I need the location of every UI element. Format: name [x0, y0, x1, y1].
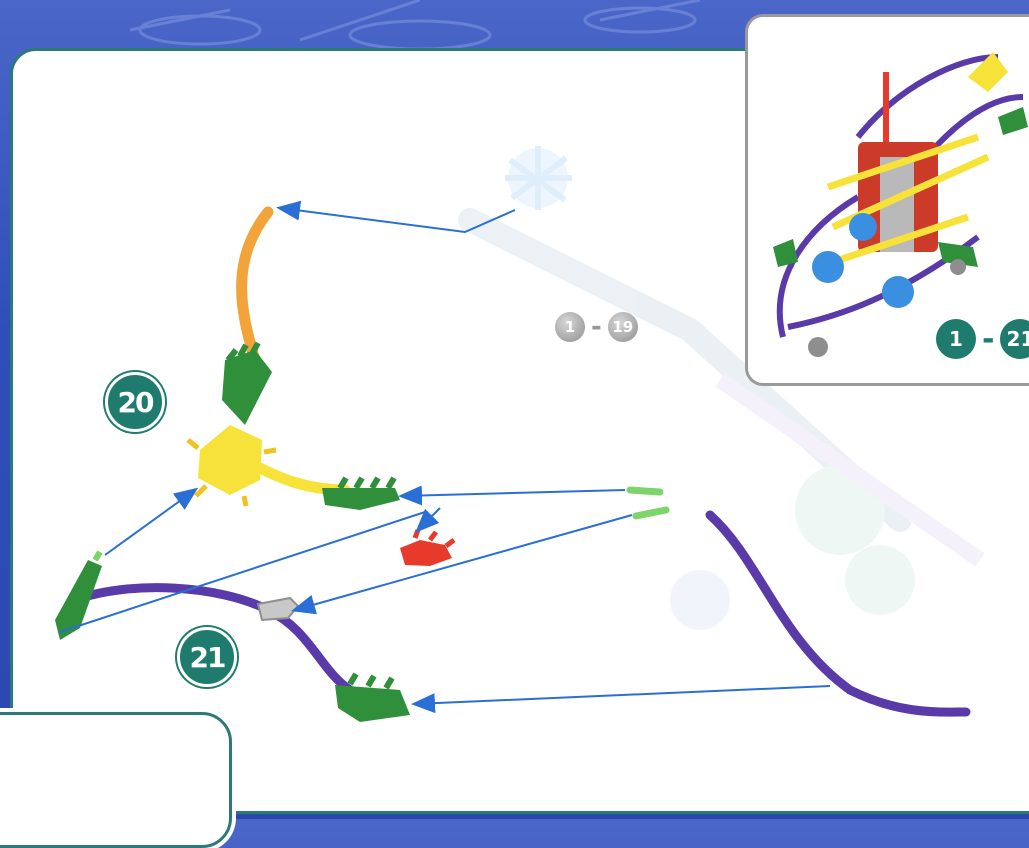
assembly-arrows	[60, 208, 830, 704]
inset-range-separator: -	[982, 322, 994, 357]
range-separator: -	[591, 312, 602, 342]
previous-steps-range: 1 - 19	[555, 312, 638, 342]
range-end-badge: 19	[608, 312, 638, 342]
green-connector-right	[322, 478, 400, 510]
completed-model-inset: 1 - 21	[745, 14, 1029, 386]
inset-range-start-badge: 1	[936, 319, 976, 359]
step-number-21: 21	[177, 627, 237, 687]
lower-left-panel	[0, 712, 232, 848]
green-connector-bottom	[335, 674, 410, 722]
step-number-21-label: 21	[190, 641, 225, 674]
grey-connector	[258, 598, 298, 620]
orange-rod	[242, 212, 268, 360]
step-number-20: 20	[105, 372, 165, 432]
step-number-20-label: 20	[118, 386, 153, 419]
inset-range-end-badge: 21	[1000, 319, 1029, 359]
green-rod-ends	[630, 490, 666, 516]
range-start-badge: 1	[555, 312, 585, 342]
red-connector	[400, 530, 454, 566]
green-connector-top	[222, 343, 272, 425]
white-connector-ghost	[505, 146, 572, 210]
inset-steps-range: 1 - 21	[936, 319, 1029, 359]
